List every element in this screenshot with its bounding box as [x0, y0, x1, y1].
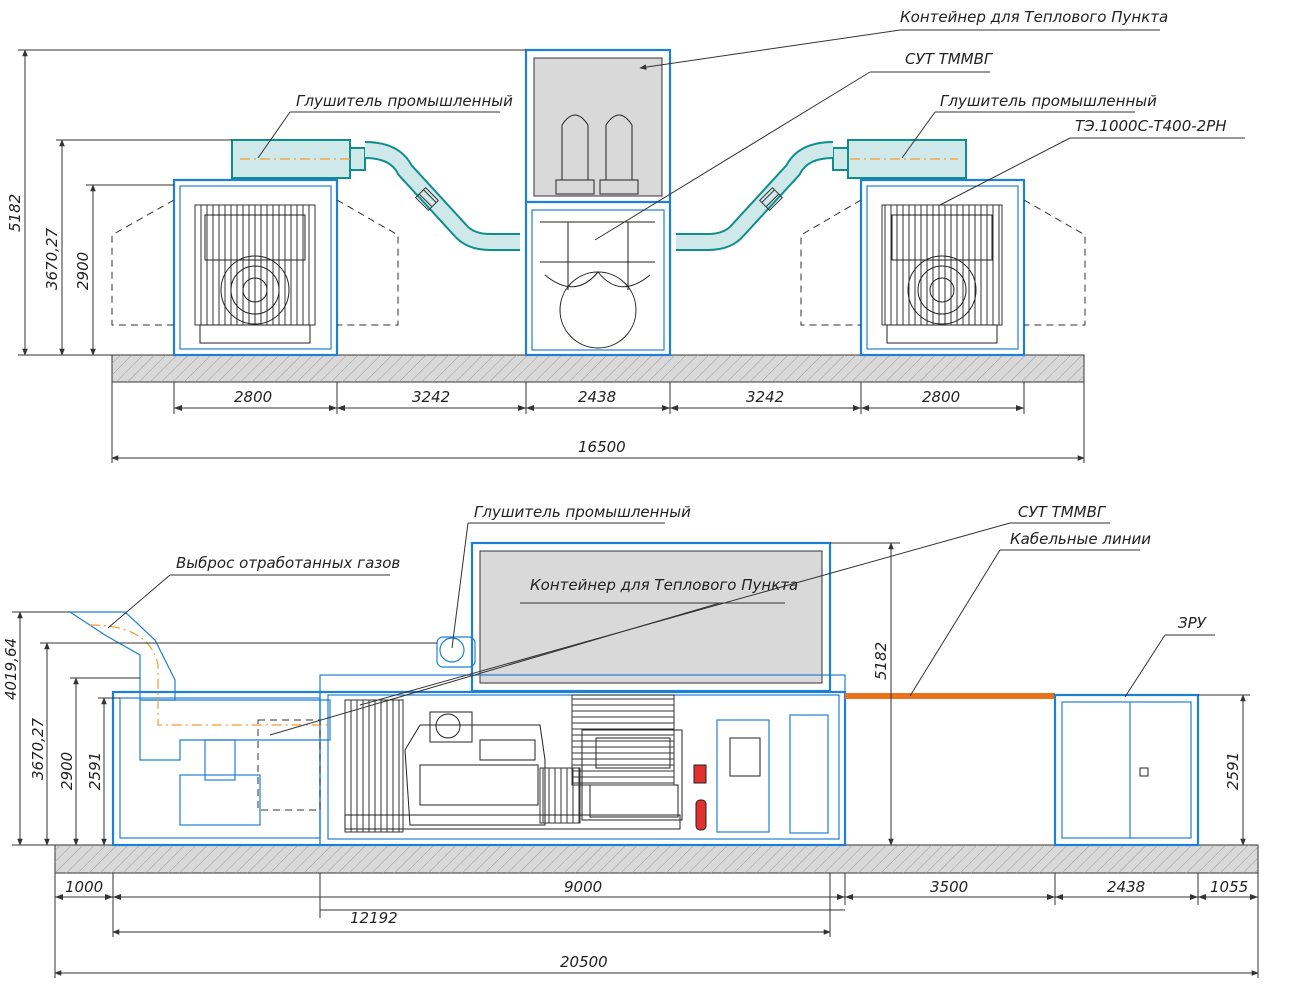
- zru-container: [1053, 693, 1200, 847]
- label-genset: ТЭ.1000С-Т400-2РН: [1075, 117, 1227, 135]
- dim-3670-top: 3670,27: [43, 228, 61, 290]
- left-muffler: [231, 139, 520, 251]
- side-vertical-dims: 4019,64 3670,27 2900 2591 5182 2591: [2, 542, 1250, 846]
- label-cables: Кабельные линии: [1010, 530, 1151, 548]
- top-vertical-dims: 5182 3670,27 2900: [6, 49, 526, 356]
- dim-2438-side: 2438: [1107, 878, 1145, 896]
- label-heat-container-top: Контейнер для Теплового Пункта: [900, 8, 1168, 26]
- dim-2900-side: 2900: [58, 752, 76, 790]
- dim-5182-side: 5182: [872, 642, 890, 680]
- genset-container-side: [111, 674, 847, 847]
- left-genset-enclosure: [111, 178, 399, 357]
- label-sut-side: СУТ ТММВГ: [1018, 503, 1107, 521]
- right-genset-enclosure: [800, 178, 1086, 357]
- exhaust-system-side: [67, 611, 476, 826]
- dim-3242-left: 3242: [412, 388, 450, 406]
- dim-12192: 12192: [350, 909, 398, 927]
- side-view: Глушитель промышленный Выброс отработанн…: [2, 503, 1259, 978]
- side-horizontal-dims: 1000 9000 3500 2438 1055 12192 20500: [54, 873, 1259, 978]
- top-horizontal-dims: 2800 3242 2438 3242 2800 16500: [111, 382, 1085, 463]
- heat-container-top: [524, 48, 672, 357]
- dim-2800-right: 2800: [922, 388, 960, 406]
- right-muffler: [676, 139, 967, 251]
- dim-2591-side-right: 2591: [1224, 752, 1242, 790]
- dim-3500: 3500: [930, 878, 968, 896]
- dim-4019-side: 4019,64: [2, 638, 20, 700]
- dim-3242-right: 3242: [746, 388, 784, 406]
- dim-2800-left: 2800: [234, 388, 272, 406]
- dim-2591-side-left: 2591: [86, 752, 104, 790]
- label-heat-container-side: Контейнер для Теплового Пункта: [530, 576, 798, 594]
- dim-1000: 1000: [65, 878, 103, 896]
- label-sut-top: СУТ ТММВГ: [905, 50, 994, 68]
- cable-line: [845, 693, 1055, 699]
- label-muffler-side: Глушитель промышленный: [474, 503, 691, 521]
- dim-2438-top: 2438: [578, 388, 616, 406]
- heat-container-side: [470, 541, 832, 693]
- label-zru: ЗРУ: [1178, 614, 1207, 632]
- dim-9000: 9000: [564, 878, 602, 896]
- dim-16500: 16500: [578, 438, 626, 456]
- top-view: Контейнер для Теплового Пункта СУТ ТММВГ…: [6, 8, 1245, 463]
- dim-1055: 1055: [1210, 878, 1248, 896]
- dim-20500: 20500: [560, 953, 608, 971]
- label-muffler-left: Глушитель промышленный: [296, 92, 513, 110]
- dim-2900-top: 2900: [74, 252, 92, 290]
- label-exhaust: Выброс отработанных газов: [176, 554, 400, 572]
- dim-3670-side: 3670,27: [29, 718, 47, 780]
- label-muffler-right: Глушитель промышленный: [940, 92, 1157, 110]
- dim-5182-top: 5182: [6, 194, 24, 232]
